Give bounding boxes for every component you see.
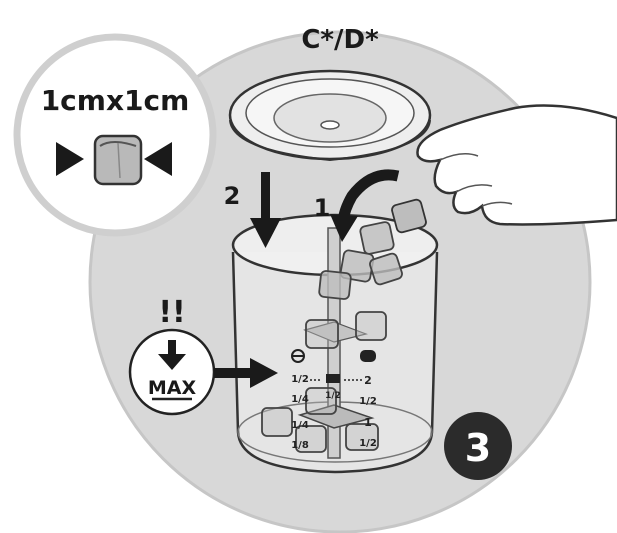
variant-label: C*/D*: [301, 25, 379, 55]
max-badge: !! MAX: [128, 295, 278, 416]
ice-cube-icon: [93, 134, 143, 186]
scale-left-4: 1/8: [291, 440, 309, 451]
step-ice-label: 1: [314, 194, 331, 222]
scale-mid: 1/2: [325, 391, 341, 401]
max-pointer-arrow-head: [250, 358, 278, 388]
hand-illustration: [391, 104, 617, 234]
max-pointer-arrow: [214, 368, 254, 378]
lid-down-arrow: [250, 172, 281, 248]
scale-left-2: 1/4: [291, 394, 309, 405]
background-disc-edge: [88, 30, 592, 533]
scale-left-3: 1/4: [291, 420, 309, 431]
squeeze-left-arrow: [56, 142, 84, 176]
lid: [228, 69, 432, 162]
scale-right-3: 1: [364, 416, 372, 429]
step-number: 3: [465, 426, 491, 470]
ice-in-arrow-head: [330, 214, 358, 242]
step-lid-label: 2: [224, 182, 241, 210]
cube-size-callout: 1cmx1cm: [13, 33, 217, 237]
step-number-badge: 3: [444, 412, 512, 480]
scale-right-2: 1/2: [359, 396, 377, 407]
max-down-arrow-icon: [158, 354, 186, 370]
measurement-scale: 1/2 1/4 1/4 1/8 1/2 2 1/2 1 1/2: [291, 349, 377, 451]
scale-right-4: 1/2: [359, 438, 377, 449]
ice-in-arrow: [337, 169, 400, 223]
ice-cubes-in-bowl: [261, 221, 403, 453]
scale-left-1: 1/2: [291, 374, 309, 385]
liquid-symbol-icon: [360, 350, 376, 362]
cube-size-label: 1cmx1cm: [41, 84, 190, 117]
scale-right-1: 2: [364, 374, 372, 387]
warning-marks: !!: [158, 295, 185, 330]
max-label: MAX: [148, 377, 197, 399]
max-marker: [326, 374, 340, 383]
squeeze-right-arrow: [144, 142, 172, 176]
held-ice-cube: [391, 198, 427, 234]
